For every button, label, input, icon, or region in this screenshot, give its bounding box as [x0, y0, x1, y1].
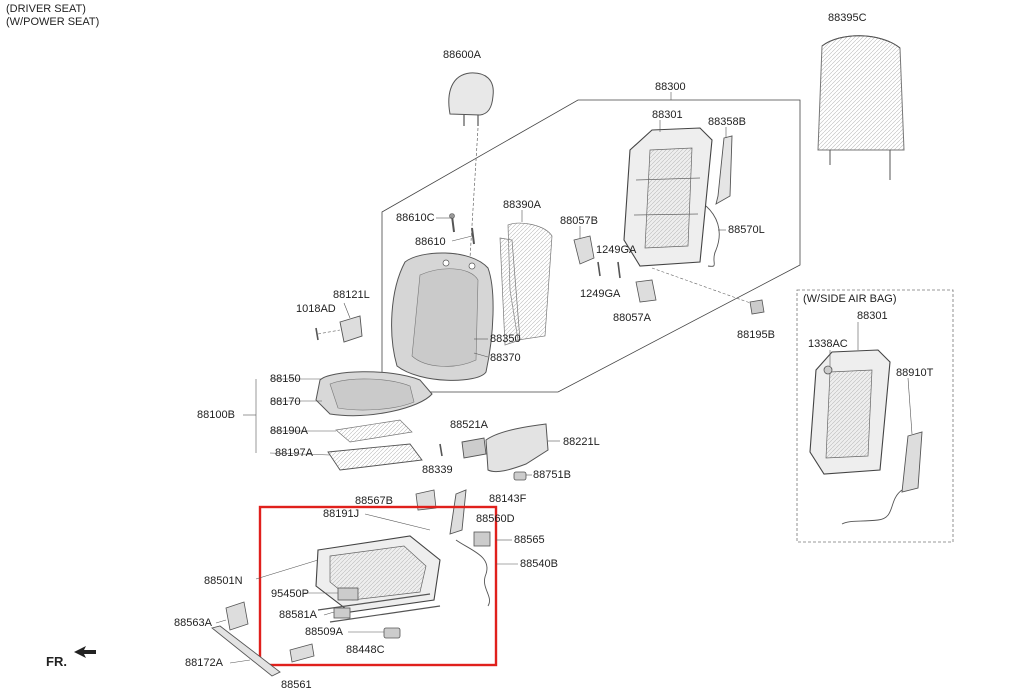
part-label-88563A[interactable]: 88563A — [174, 617, 212, 629]
part-label-1249GA-upper[interactable]: 1249GA — [596, 244, 637, 256]
part-label-95450P[interactable]: 95450P — [271, 588, 309, 600]
part-label-88581A[interactable]: 88581A — [279, 609, 317, 621]
leader-lines — [215, 92, 913, 664]
part-label-88339[interactable]: 88339 — [422, 464, 453, 476]
seat-heater-mat[interactable] — [327, 443, 423, 471]
part-label-88370[interactable]: 88370 — [490, 352, 521, 364]
part-label-88561[interactable]: 88561 — [281, 679, 312, 691]
part-label-88560D[interactable]: 88560D — [476, 513, 515, 525]
back-foam-pads[interactable] — [499, 222, 553, 346]
part-label-88565[interactable]: 88565 — [514, 534, 545, 546]
part-label-88350[interactable]: 88350 — [490, 333, 521, 345]
header-line-1: (DRIVER SEAT) — [6, 3, 86, 15]
part-label-88521A[interactable]: 88521A — [450, 419, 488, 431]
mounting-brackets[interactable] — [573, 235, 657, 303]
part-label-88610C[interactable]: 88610C — [396, 212, 435, 224]
side-airbag-box-title: (W/SIDE AIR BAG) — [803, 293, 897, 305]
back-wire-harness[interactable] — [705, 205, 720, 267]
part-label-88358B[interactable]: 88358B — [708, 116, 746, 128]
bolt-guide-line — [651, 267, 757, 306]
harness-88540B[interactable] — [455, 539, 490, 607]
screw-guide-line — [317, 329, 341, 335]
part-label-1338AC[interactable]: 1338AC — [808, 338, 848, 350]
part-label-88121L[interactable]: 88121L — [333, 289, 370, 301]
clip-1338AC[interactable] — [823, 365, 833, 375]
back-cover[interactable] — [817, 35, 905, 180]
recliner-cover[interactable] — [339, 315, 363, 343]
side-airbag-module[interactable] — [841, 431, 923, 525]
part-label-88143F[interactable]: 88143F — [489, 493, 527, 505]
part-label-88170[interactable]: 88170 — [270, 396, 301, 408]
highlight-box — [258, 505, 498, 667]
part-label-88300[interactable]: 88300 — [655, 81, 686, 93]
part-label-88172A[interactable]: 88172A — [185, 657, 223, 669]
part-label-88501N[interactable]: 88501N — [204, 575, 243, 587]
part-label-88390A[interactable]: 88390A — [503, 199, 541, 211]
motor-88565[interactable] — [473, 531, 491, 547]
part-label-88301[interactable]: 88301 — [652, 109, 683, 121]
part-label-88057A[interactable]: 88057A — [613, 312, 651, 324]
back-side-bracket[interactable] — [715, 135, 733, 205]
screw-88339[interactable] — [439, 443, 443, 457]
header-line-2: (W/POWER SEAT) — [6, 16, 100, 28]
side-trim-88172A[interactable] — [211, 625, 281, 677]
airbag-back-frame[interactable] — [809, 349, 891, 475]
part-label-1018AD[interactable]: 1018AD — [296, 303, 336, 315]
back-frame[interactable] — [623, 127, 713, 267]
part-label-88567B[interactable]: 88567B — [355, 495, 393, 507]
part-label-88195B[interactable]: 88195B — [737, 329, 775, 341]
part-label-88100B[interactable]: 88100B — [197, 409, 235, 421]
part-label-88057B[interactable]: 88057B — [560, 215, 598, 227]
seat-cushion[interactable] — [315, 371, 433, 417]
side-airbag-box-outline — [796, 289, 954, 543]
part-label-88395C[interactable]: 88395C — [828, 12, 867, 24]
cover-88448C[interactable] — [289, 643, 315, 663]
part-label-88221L[interactable]: 88221L — [563, 436, 600, 448]
knob-88751B[interactable] — [513, 471, 527, 481]
front-direction-label: FR. — [46, 654, 67, 669]
bolt-88195B[interactable] — [749, 299, 765, 315]
trim-88560D[interactable] — [449, 489, 467, 535]
headrest-guide-pins[interactable] — [449, 213, 475, 245]
part-label-88197A[interactable]: 88197A — [275, 447, 313, 459]
module-95450P[interactable] — [337, 587, 359, 601]
part-88581A[interactable] — [333, 607, 351, 619]
part-label-88150[interactable]: 88150 — [270, 373, 301, 385]
cover-88563A[interactable] — [225, 601, 249, 631]
part-label-88448C[interactable]: 88448C — [346, 644, 385, 656]
part-label-88191J[interactable]: 88191J — [323, 508, 360, 520]
part-label-88540B[interactable]: 88540B — [520, 558, 558, 570]
part-label-88600A[interactable]: 88600A — [443, 49, 481, 61]
part-88509A[interactable] — [383, 627, 401, 639]
part-label-88301-airbag[interactable]: 88301 — [857, 310, 888, 322]
part-label-88910T[interactable]: 88910T — [896, 367, 934, 379]
part-label-88509A[interactable]: 88509A — [305, 626, 343, 638]
seat-back-cushion[interactable] — [391, 252, 494, 381]
front-direction-arrow-icon — [74, 646, 96, 658]
part-label-88570L[interactable]: 88570L — [728, 224, 765, 236]
part-label-88751B[interactable]: 88751B — [533, 469, 571, 481]
side-shield-88221L[interactable] — [485, 423, 549, 473]
cushion-pad[interactable] — [335, 419, 413, 443]
part-label-88610[interactable]: 88610 — [415, 236, 446, 248]
switch-assembly-88521A[interactable] — [461, 437, 487, 459]
part-label-1249GA-lower[interactable]: 1249GA — [580, 288, 621, 300]
screw-1018AD[interactable] — [315, 327, 319, 341]
headrest[interactable] — [448, 72, 494, 126]
headrest-guide-line — [469, 127, 479, 259]
part-label-88190A[interactable]: 88190A — [270, 425, 308, 437]
